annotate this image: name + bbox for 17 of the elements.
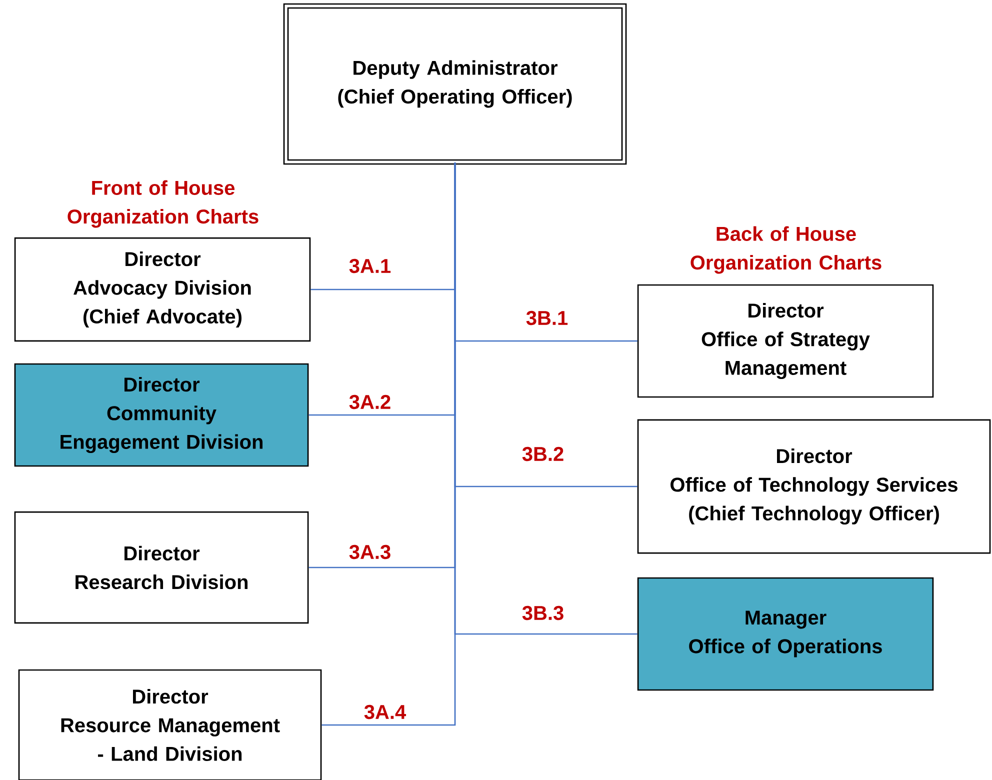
connector-line — [454, 162, 638, 635]
org-box: Manager Office of Operations — [637, 577, 934, 691]
edge-label: 3B.3 — [520, 604, 566, 622]
edge-label: 3B.2 — [520, 446, 566, 462]
org-box: Director Office of Strategy Management — [637, 284, 934, 398]
edge-label: 3A.2 — [348, 394, 392, 410]
edge-label: 3A.4 — [362, 704, 408, 720]
org-box: Director Resource Management - Land Division — [18, 669, 322, 780]
section-heading: Front of House Organization Charts — [68, 180, 258, 228]
org-box: Director Community Engagement Division — [14, 363, 309, 467]
org-box: Deputy Administrator (Chief Operating Officer) — [283, 3, 627, 165]
edge-label: 3B.1 — [524, 310, 570, 326]
org-box: Director Advocacy Division (Chief Advocate) — [14, 237, 311, 342]
edge-label: 3A.3 — [348, 544, 392, 560]
edge-label: 3A.1 — [348, 258, 392, 274]
org-box: Director Office of Technology Services (Chief Technology Officer) — [637, 419, 991, 554]
org-box: Director Research Division — [14, 511, 309, 624]
